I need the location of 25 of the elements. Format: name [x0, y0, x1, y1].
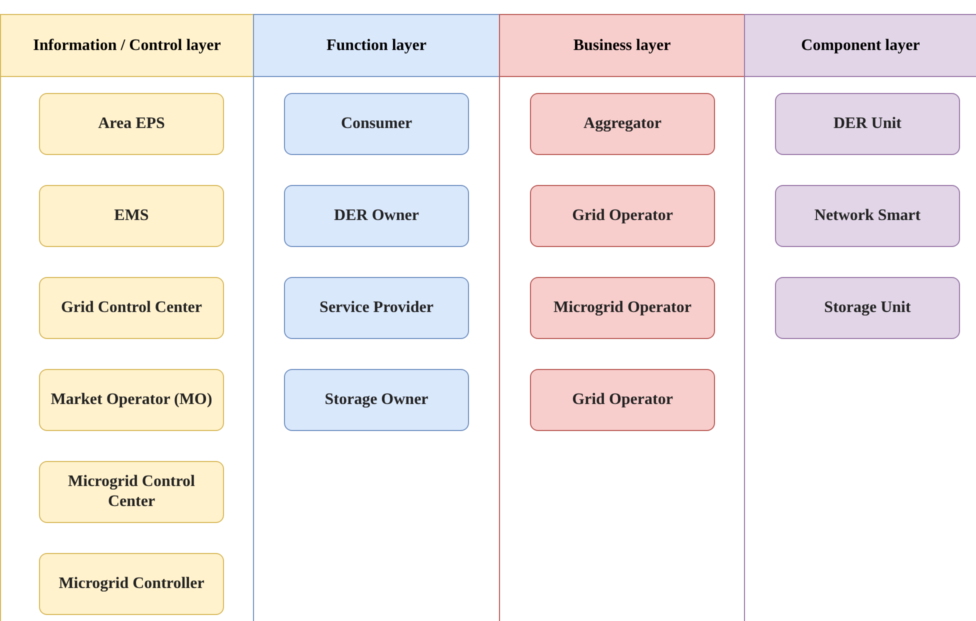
swimlane: [253, 14, 500, 621]
role-box: Microgrid Operator: [530, 277, 715, 339]
role-box: Network Smart: [775, 185, 960, 247]
role-box: Market Operator (MO): [39, 369, 224, 431]
role-box: DER Owner: [284, 185, 469, 247]
role-box: Storage Unit: [775, 277, 960, 339]
role-box: Grid Control Center: [39, 277, 224, 339]
swimlane: [744, 14, 976, 621]
role-box: DER Unit: [775, 93, 960, 155]
role-box: Microgrid Controller: [39, 553, 224, 615]
lane-header: Information / Control layer: [1, 15, 253, 77]
role-box: Area EPS: [39, 93, 224, 155]
role-box: Service Provider: [284, 277, 469, 339]
role-box: Grid Operator: [530, 369, 715, 431]
swimlane: [0, 14, 254, 621]
role-box: Consumer: [284, 93, 469, 155]
role-box: Microgrid Control Center: [39, 461, 224, 523]
lane-header: Business layer: [500, 15, 744, 77]
lane-header: Component layer: [745, 15, 976, 77]
role-box: Storage Owner: [284, 369, 469, 431]
role-box: Grid Operator: [530, 185, 715, 247]
lane-header: Function layer: [254, 15, 499, 77]
role-box: EMS: [39, 185, 224, 247]
swimlane: [499, 14, 745, 621]
role-box: Aggregator: [530, 93, 715, 155]
